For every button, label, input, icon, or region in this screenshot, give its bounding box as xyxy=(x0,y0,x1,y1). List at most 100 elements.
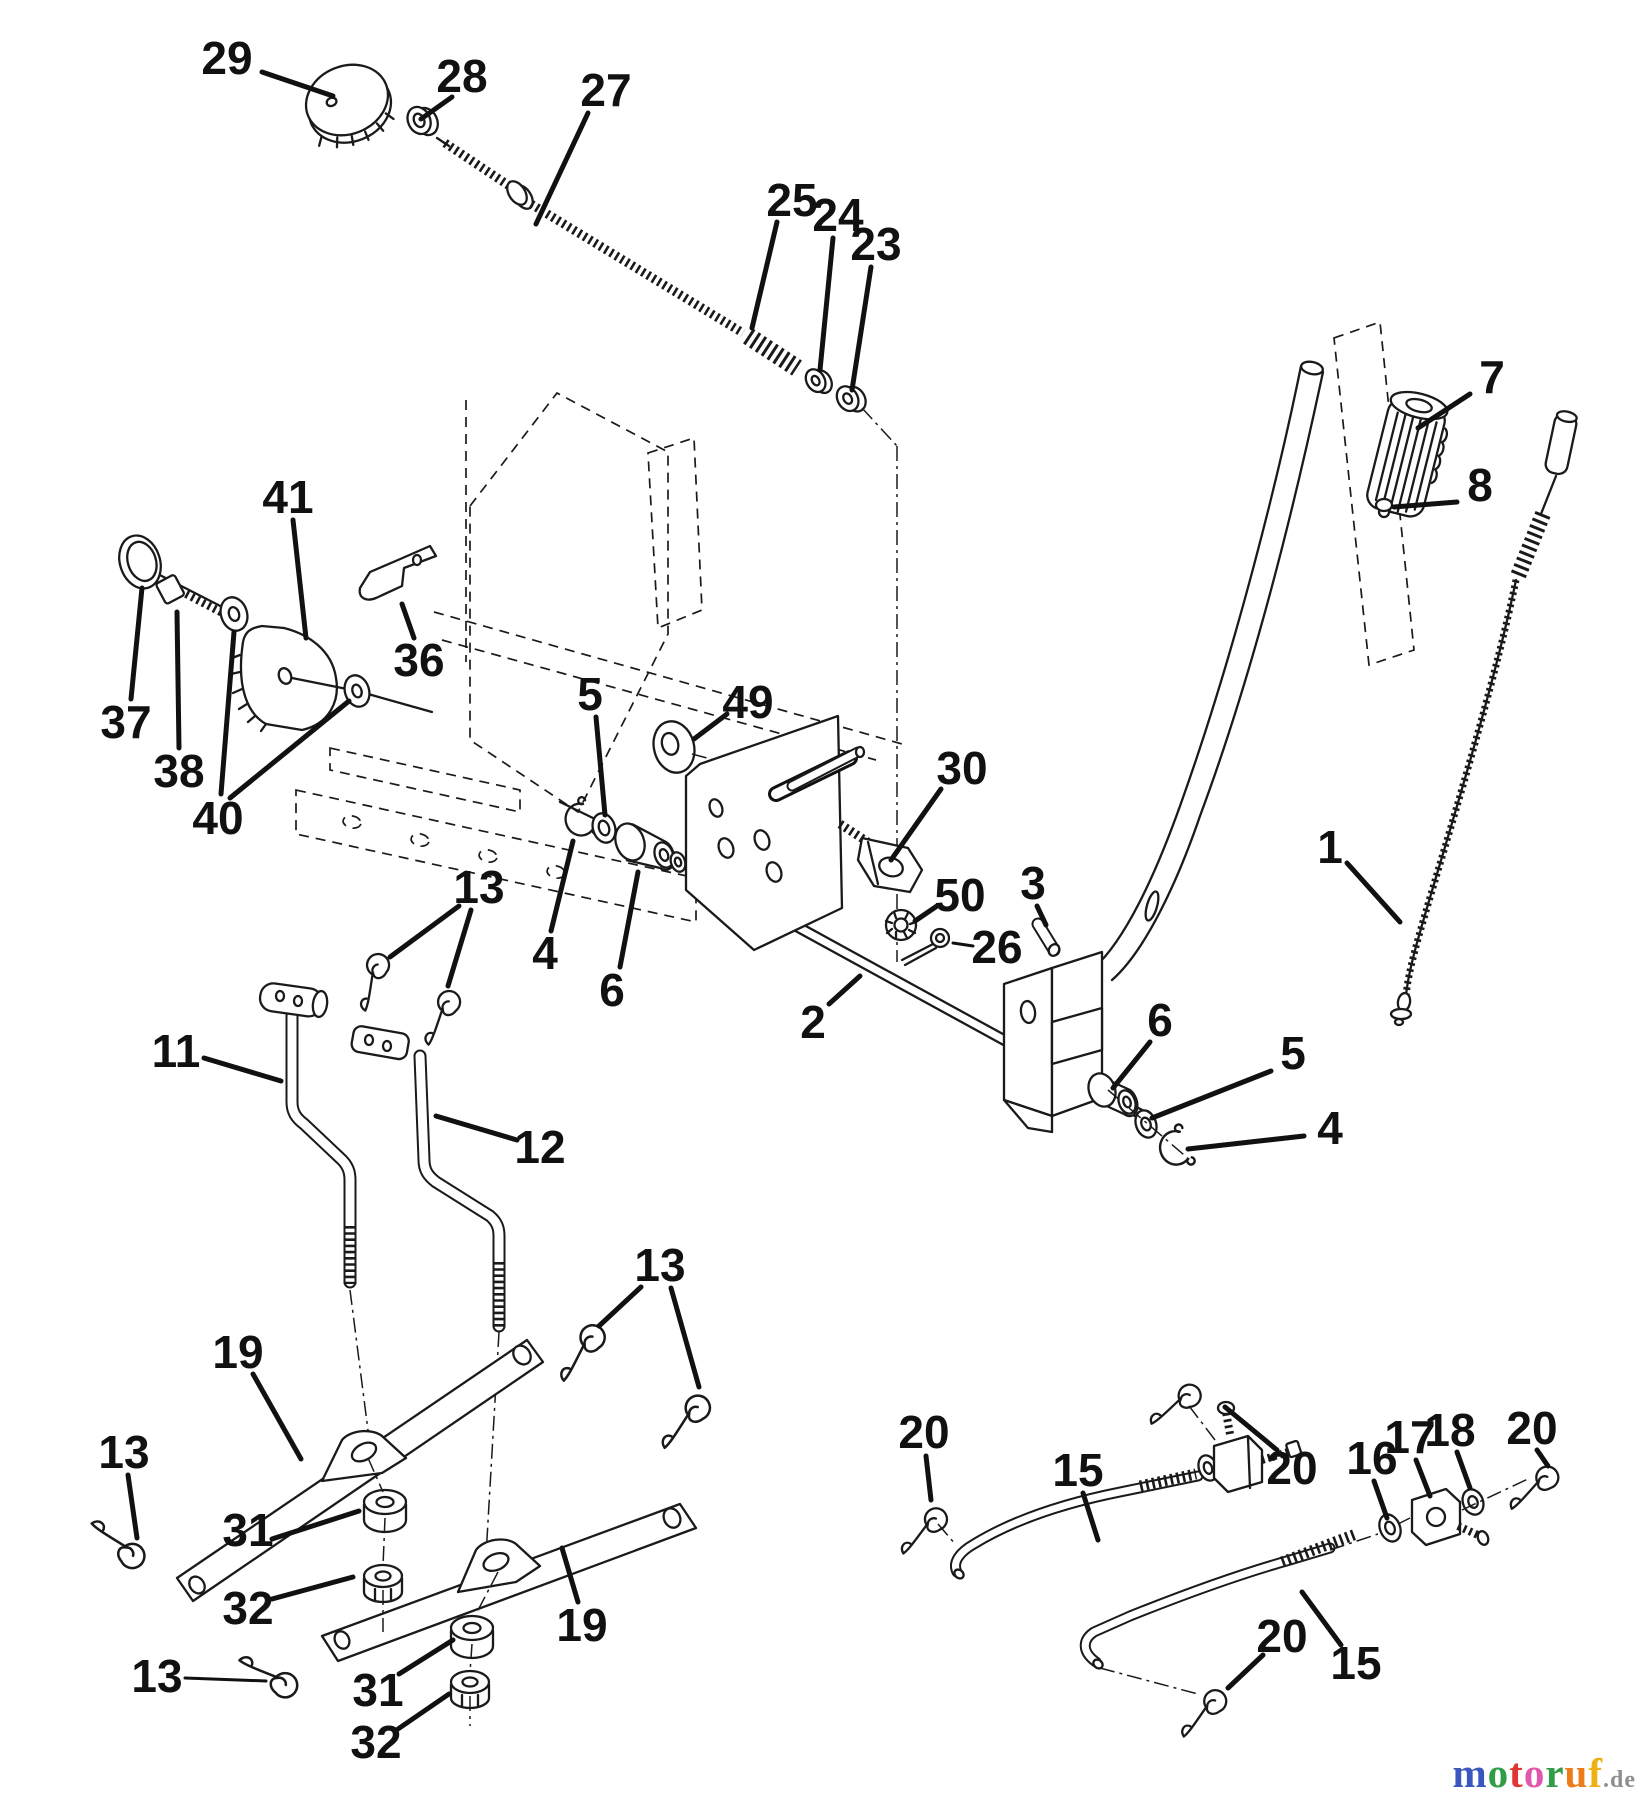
part-number-label: 5 xyxy=(1280,1027,1306,1079)
callout-40-12: 40 xyxy=(192,629,352,844)
leader-line xyxy=(923,1453,934,1503)
watermark-letter: m xyxy=(1452,1750,1488,1796)
part-number-label: 24 xyxy=(812,189,864,241)
leader-line xyxy=(125,1472,140,1541)
part-number-label: 18 xyxy=(1424,1404,1475,1456)
leader-line xyxy=(826,973,863,1007)
callout-20-45: 20 xyxy=(1225,1610,1308,1691)
part-number-label: 5 xyxy=(577,668,603,720)
hairpin-clip-13 xyxy=(238,1651,300,1703)
callout-32-33: 32 xyxy=(222,1574,356,1634)
part-number-label: 20 xyxy=(1506,1402,1557,1454)
washer-40b xyxy=(343,674,371,708)
hairpin-clip-20 xyxy=(1508,1458,1562,1520)
watermark-letter: o xyxy=(1487,1750,1510,1796)
callout-15-39: 15 xyxy=(1052,1444,1104,1543)
callout-31-36: 31 xyxy=(352,1637,456,1716)
callout-5-13: 5 xyxy=(577,668,608,818)
leader-line xyxy=(201,1055,284,1084)
watermark-letter: t xyxy=(1509,1750,1524,1796)
leader-line xyxy=(395,1691,452,1732)
part-number-label: 49 xyxy=(722,676,773,728)
hairpin-clip-13 xyxy=(86,1519,149,1571)
cup-washer-49 xyxy=(652,720,696,774)
leader-line xyxy=(617,869,641,970)
callout-25-3: 25 xyxy=(749,174,818,331)
adjustment-rod-27 xyxy=(435,136,746,337)
part-number-label: 16 xyxy=(1346,1432,1397,1484)
spacer-washer xyxy=(669,851,687,873)
callout-1-16: 1 xyxy=(1317,821,1403,925)
leader-line xyxy=(1454,1449,1473,1491)
callout-4-28: 4 xyxy=(1185,1102,1343,1154)
part-number-label: 41 xyxy=(262,471,313,523)
leader-line xyxy=(593,714,608,818)
part-number-label: 15 xyxy=(1330,1637,1381,1689)
leader-line xyxy=(951,941,975,948)
cotter-pin-26 xyxy=(900,927,951,967)
callout-6-26: 6 xyxy=(1110,994,1173,1091)
leader-line xyxy=(259,69,336,99)
shoulder-bolt-30 xyxy=(837,820,924,894)
watermark-letter: o xyxy=(1523,1750,1546,1796)
leader-line xyxy=(1299,1589,1344,1648)
part-number-label: 29 xyxy=(201,32,252,84)
callout-8-7: 8 xyxy=(1391,459,1493,511)
lever-grip-7 xyxy=(1366,390,1449,518)
bolt-38 xyxy=(155,574,230,620)
leader-line xyxy=(1225,1652,1266,1691)
callout-20-38: 20 xyxy=(898,1406,950,1503)
mount-plate xyxy=(684,714,866,952)
trunnion-upper xyxy=(1197,1400,1303,1494)
lift-lever xyxy=(1092,360,1325,982)
leader-line xyxy=(1415,391,1473,431)
part-number-label: 31 xyxy=(222,1504,273,1556)
leader-line xyxy=(174,609,182,751)
part-number-label: 30 xyxy=(936,742,987,794)
lift-arm-19-lower xyxy=(320,1502,698,1663)
leader-line xyxy=(668,1285,702,1390)
lift-links-group xyxy=(258,950,506,1557)
leader-line xyxy=(399,601,417,641)
washer-5-left xyxy=(591,812,617,844)
part-number-label: 6 xyxy=(1147,994,1173,1046)
callout-26-22: 26 xyxy=(951,921,1023,973)
callout-24-4: 24 xyxy=(812,189,864,373)
callout-17-42: 17 xyxy=(1384,1411,1436,1499)
leader-line xyxy=(1371,1478,1390,1521)
lift-arms-group xyxy=(86,1323,713,1726)
callout-7-6: 7 xyxy=(1415,351,1505,431)
leader-line xyxy=(128,585,145,702)
leader-line xyxy=(396,1637,456,1677)
callout-32-37: 32 xyxy=(350,1691,452,1768)
part-number-label: 15 xyxy=(1052,1444,1103,1496)
nut-23 xyxy=(835,385,867,413)
watermark-letter: u xyxy=(1564,1750,1589,1796)
leader-line xyxy=(912,903,940,924)
leader-line xyxy=(1344,860,1403,925)
trunnion-17 xyxy=(1410,1487,1490,1547)
nut-18 xyxy=(1461,1488,1485,1516)
callout-5-27: 5 xyxy=(1149,1027,1306,1121)
leader-line xyxy=(596,1284,644,1329)
hairpin-clip-20 xyxy=(1180,1685,1229,1743)
callout-38-11: 38 xyxy=(153,609,205,797)
part-number-label: 17 xyxy=(1384,1411,1435,1463)
hairpin-clip-20 xyxy=(1148,1374,1205,1438)
part-number-label: 3 xyxy=(1020,857,1046,909)
leader-line xyxy=(387,903,462,960)
callout-31-32: 31 xyxy=(222,1504,362,1556)
lift-arm-19-upper xyxy=(175,1338,545,1603)
watermark-letter: f xyxy=(1588,1750,1603,1796)
lift-link-12 xyxy=(350,1025,506,1333)
shaft-bracket xyxy=(1002,950,1104,1134)
callout-49-14: 49 xyxy=(691,676,774,742)
part-number-label: 50 xyxy=(934,869,985,921)
part-number-label: 1 xyxy=(1317,821,1343,873)
callout-19-29: 19 xyxy=(212,1326,304,1462)
callout-28-1: 28 xyxy=(418,50,488,122)
plunger-button-8 xyxy=(1374,497,1394,519)
leader-line xyxy=(1222,1404,1280,1453)
ghost-console-panel xyxy=(469,391,703,814)
